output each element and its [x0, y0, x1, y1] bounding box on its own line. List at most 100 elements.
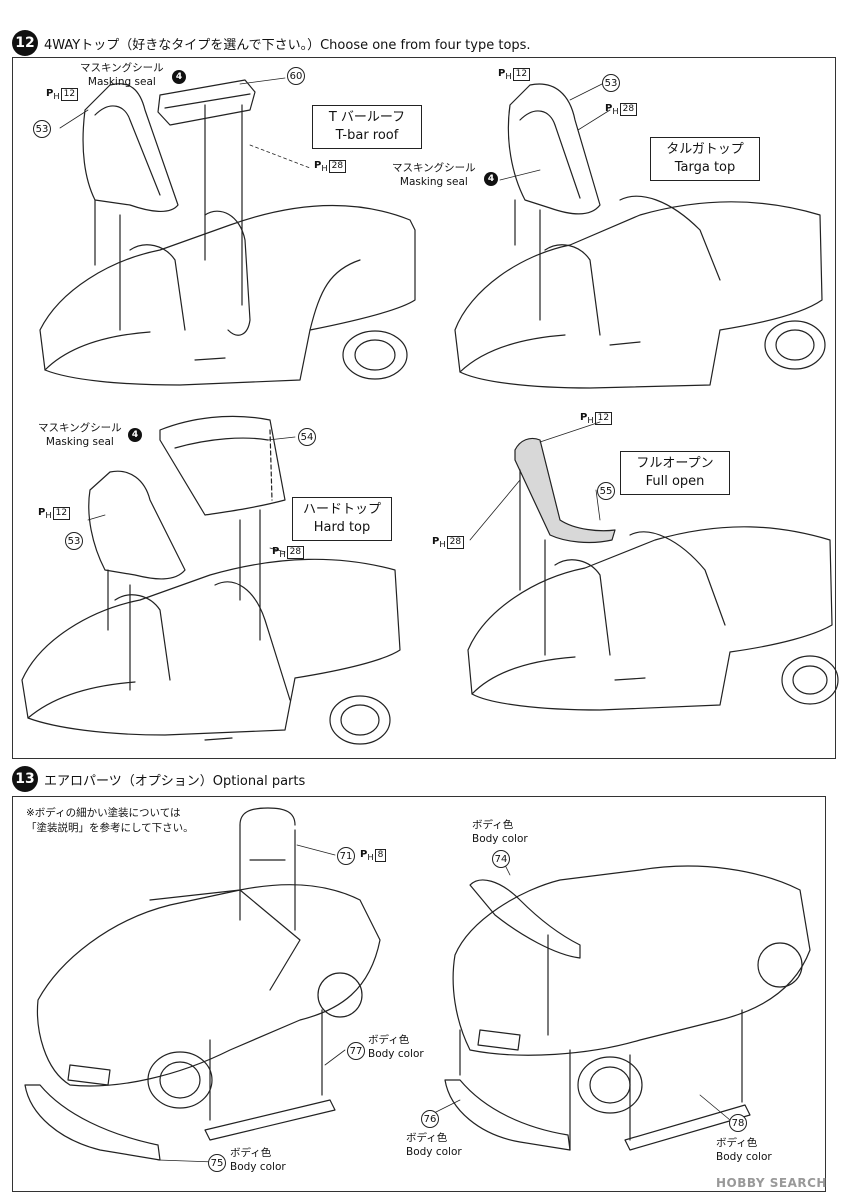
ph-number: 12	[512, 68, 531, 81]
ph-sub: H	[367, 852, 374, 862]
ph-letter: P	[432, 536, 440, 547]
ph-number: 12	[52, 507, 71, 520]
part-54: 54	[298, 428, 316, 446]
part-76: 76	[421, 1110, 439, 1128]
hardtop-masking-en: Masking seal	[45, 436, 114, 448]
step-13-panel	[12, 796, 826, 1192]
ph-number: 28	[286, 546, 305, 559]
paint-note: ※ボディの細かい塗装については 「塗装説明」を参考にして下さい。	[26, 806, 194, 836]
hardtop-masking-jp: マスキングシール	[38, 422, 122, 434]
body-color-jp: ボディ色	[368, 1034, 410, 1046]
ph-number: 28	[446, 536, 465, 549]
ph-sub: H	[321, 163, 328, 173]
ph-sub: H	[612, 106, 619, 116]
body-color-en: Body color	[716, 1151, 772, 1163]
tbar-seal-badge: 4	[172, 70, 186, 84]
tbar-roof-label-en: T-bar roof	[335, 128, 399, 143]
ph-letter: P	[38, 507, 46, 518]
part-75: 75	[208, 1154, 226, 1172]
body-color-en: Body color	[406, 1146, 462, 1158]
tbar-masking-note: マスキングシール Masking seal	[80, 61, 164, 89]
paint-note-line2: 「塗装説明」を参考にして下さい。	[26, 822, 194, 834]
ph-sub: H	[45, 510, 52, 520]
targa-top-label-jp: タルガトップ	[666, 142, 744, 157]
full-open-label: フルオープン Full open	[620, 451, 730, 495]
ph-sub: H	[53, 91, 60, 101]
body-color-en: Body color	[472, 833, 528, 845]
ph-letter: P	[360, 849, 368, 860]
step-12-number: 12	[12, 30, 38, 56]
ph-sub: H	[505, 71, 512, 81]
tbar-roof-label-jp: T バールーフ	[328, 110, 406, 125]
ph-letter: P	[580, 412, 588, 423]
targa-top-label-en: Targa top	[674, 160, 736, 175]
aero-right-car-drawing	[444, 865, 811, 1151]
body-color-en: Body color	[230, 1161, 286, 1173]
tbar-roof-label: T バールーフ T-bar roof	[312, 105, 422, 149]
part-74: 74	[492, 850, 510, 868]
step-12-header: 12 4WAYトップ（好きなタイプを選んで下さい。）Choose one fro…	[12, 30, 531, 56]
targa-masking-en: Masking seal	[399, 176, 468, 188]
ph-letter: P	[272, 546, 280, 557]
paint-note-line1: ※ボディの細かい塗装については	[26, 807, 181, 819]
step-13-number: 13	[12, 766, 38, 792]
body-color-note-76: ボディ色 Body color	[406, 1131, 462, 1159]
part-78: 78	[729, 1114, 747, 1132]
ph-letter: P	[46, 88, 54, 99]
full-open-label-jp: フルオープン	[636, 456, 714, 471]
targa-masking-jp: マスキングシール	[392, 162, 476, 174]
fullopen-car-drawing	[467, 437, 839, 711]
step-13-header: 13 エアロパーツ（オプション）Optional parts	[12, 766, 305, 792]
part-53-hardtop: 53	[65, 532, 83, 550]
ph-number: 28	[328, 160, 347, 173]
targa-masking-note: マスキングシール Masking seal	[392, 161, 476, 189]
tbar-car-drawing	[39, 79, 416, 386]
hardtop-seal-badge: 4	[128, 428, 142, 442]
body-color-note-74: ボディ色 Body color	[472, 818, 528, 846]
step-13-title: エアロパーツ（オプション）Optional parts	[44, 773, 306, 789]
ph-number: 12	[594, 412, 613, 425]
body-color-note-75: ボディ色 Body color	[230, 1146, 286, 1174]
ph-number: 12	[60, 88, 79, 101]
ph-sub: H	[279, 549, 286, 559]
part-55: 55	[597, 482, 615, 500]
hard-top-label-jp: ハードトップ	[302, 502, 381, 517]
ph-letter: P	[498, 68, 506, 79]
part-60: 60	[287, 67, 305, 85]
targa-seal-badge: 4	[484, 172, 498, 186]
ph-letter: P	[605, 103, 613, 114]
body-color-note-78: ボディ色 Body color	[716, 1136, 772, 1164]
part-77: 77	[347, 1042, 365, 1060]
body-color-jp: ボディ色	[230, 1147, 272, 1159]
part-53-targa: 53	[602, 74, 620, 92]
hobby-search-watermark: HOBBY SEARCH	[716, 1176, 827, 1190]
step-12-title: 4WAYトップ（好きなタイプを選んで下さい。）Choose one from f…	[44, 37, 531, 53]
full-open-label-en: Full open	[645, 474, 705, 489]
body-color-en: Body color	[368, 1048, 424, 1060]
tbar-masking-en: Masking seal	[87, 76, 156, 88]
body-color-jp: ボディ色	[472, 819, 514, 831]
hardtop-car-drawing	[21, 415, 401, 745]
body-color-jp: ボディ色	[716, 1137, 758, 1149]
tbar-masking-jp: マスキングシール	[80, 62, 164, 74]
body-color-note-77: ボディ色 Body color	[368, 1033, 424, 1061]
hard-top-label: ハードトップ Hard top	[292, 497, 392, 541]
targa-top-label: タルガトップ Targa top	[650, 137, 760, 181]
targa-car-drawing	[454, 83, 826, 389]
ph-number: 8	[374, 849, 387, 862]
hard-top-label-en: Hard top	[313, 520, 371, 535]
ph-number: 28	[619, 103, 638, 116]
part-71: 71	[337, 847, 355, 865]
body-color-jp: ボディ色	[406, 1132, 448, 1144]
hardtop-masking-note: マスキングシール Masking seal	[38, 421, 122, 449]
